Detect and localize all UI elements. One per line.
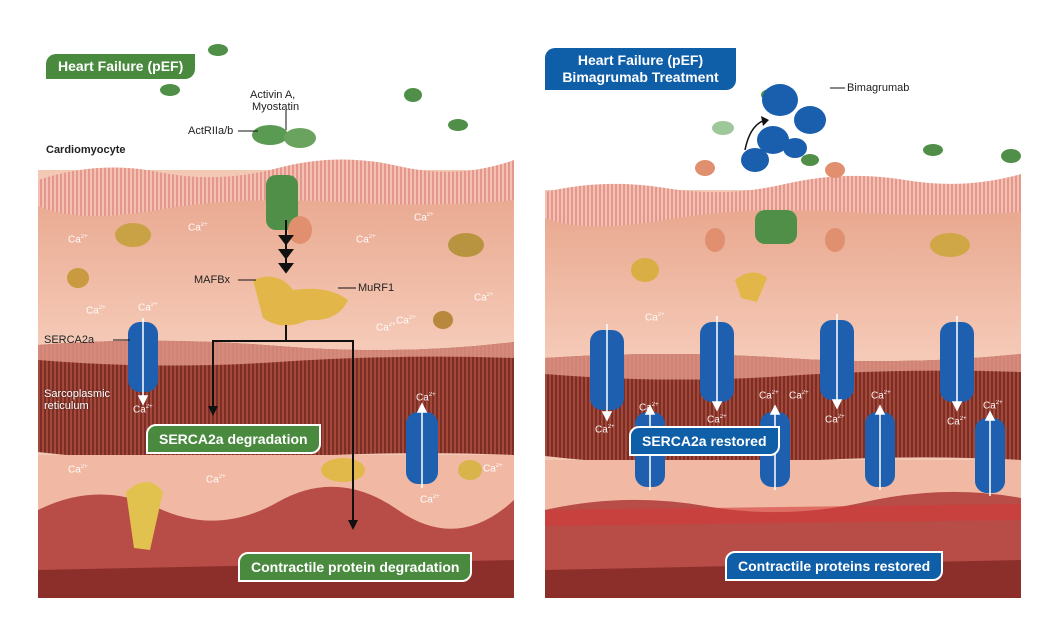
calcium-ion: Ca2+ bbox=[474, 292, 494, 304]
signal-arrows bbox=[278, 220, 294, 274]
receptor-complex bbox=[252, 125, 316, 244]
cardiomyocyte-label: Cardiomyocyte bbox=[46, 144, 126, 156]
contractile-restored-badge: Contractile proteins restored bbox=[725, 551, 944, 581]
calcium-ion: Ca2+ bbox=[376, 322, 396, 334]
ubiquitin-ligases bbox=[631, 233, 970, 302]
serca-degradation-badge: SERCA2a degradation bbox=[146, 424, 321, 454]
degradation-pathway-lines bbox=[212, 340, 354, 526]
bimagrumab-treatment-panel: Heart Failure (pEF) Bimagrumab Treatment… bbox=[545, 40, 1021, 598]
calcium-ion: Ca2+ bbox=[133, 404, 153, 416]
calcium-ion: Ca2+ bbox=[707, 414, 727, 426]
myostatin-label: Myostatin bbox=[252, 101, 300, 113]
bimagrumab-antibody bbox=[741, 84, 826, 172]
left-scene-illustration bbox=[38, 40, 514, 598]
sr-label-line2: reticulum bbox=[44, 400, 89, 412]
mafbx-label: MAFBx bbox=[194, 274, 231, 286]
calcium-ion: Ca2+ bbox=[759, 390, 779, 402]
calcium-ion: Ca2+ bbox=[188, 222, 208, 234]
calcium-ion: Ca2+ bbox=[356, 234, 376, 246]
heart-failure-panel: Heart Failure (pEF) Activin A, Myostatin… bbox=[38, 40, 514, 598]
calcium-ion: Ca2+ bbox=[206, 474, 226, 486]
right-title-line1: Heart Failure (pEF) bbox=[577, 52, 704, 68]
calcium-ion: Ca2+ bbox=[595, 424, 615, 436]
activin-ligands bbox=[160, 44, 468, 131]
activin-label: Activin A, bbox=[250, 89, 296, 101]
calcium-ion: Ca2+ bbox=[825, 414, 845, 426]
calcium-ion: Ca2+ bbox=[414, 212, 434, 224]
right-title-line2: Bimagrumab Treatment bbox=[562, 69, 719, 85]
receptor-label: ActRIIa/b bbox=[188, 125, 234, 137]
bimagrumab-label: Bimagrumab bbox=[847, 82, 910, 94]
calcium-ion: Ca2+ bbox=[645, 312, 665, 324]
calcium-ion: Ca2+ bbox=[138, 302, 158, 314]
receptors bbox=[695, 160, 845, 252]
calcium-ion: Ca2+ bbox=[68, 464, 88, 476]
calcium-ion: Ca2+ bbox=[871, 390, 891, 402]
calcium-ion: Ca2+ bbox=[420, 494, 440, 506]
right-panel-title: Heart Failure (pEF) Bimagrumab Treatment bbox=[545, 48, 736, 90]
contractile-degradation-badge: Contractile protein degradation bbox=[238, 552, 473, 582]
left-panel-title: Heart Failure (pEF) bbox=[46, 54, 196, 79]
serca-label: SERCA2a bbox=[44, 334, 95, 346]
calcium-ion: Ca2+ bbox=[947, 416, 967, 428]
sr-label-line1: Sarcoplasmic bbox=[44, 388, 111, 400]
ubiquitin-ligases bbox=[67, 223, 484, 550]
calcium-ion: Ca2+ bbox=[483, 463, 503, 475]
cell-membrane bbox=[545, 174, 1021, 227]
right-scene-illustration bbox=[545, 40, 1021, 598]
calcium-ion: Ca2+ bbox=[983, 400, 1003, 412]
calcium-ion: Ca2+ bbox=[789, 390, 809, 402]
calcium-ion: Ca2+ bbox=[68, 234, 88, 246]
calcium-ion: Ca2+ bbox=[396, 315, 416, 327]
calcium-ion: Ca2+ bbox=[86, 305, 106, 317]
calcium-ion: Ca2+ bbox=[639, 402, 659, 414]
serca-restored-badge: SERCA2a restored bbox=[629, 426, 780, 456]
calcium-ion: Ca2+ bbox=[416, 392, 436, 404]
murf1-label: MuRF1 bbox=[358, 282, 395, 294]
